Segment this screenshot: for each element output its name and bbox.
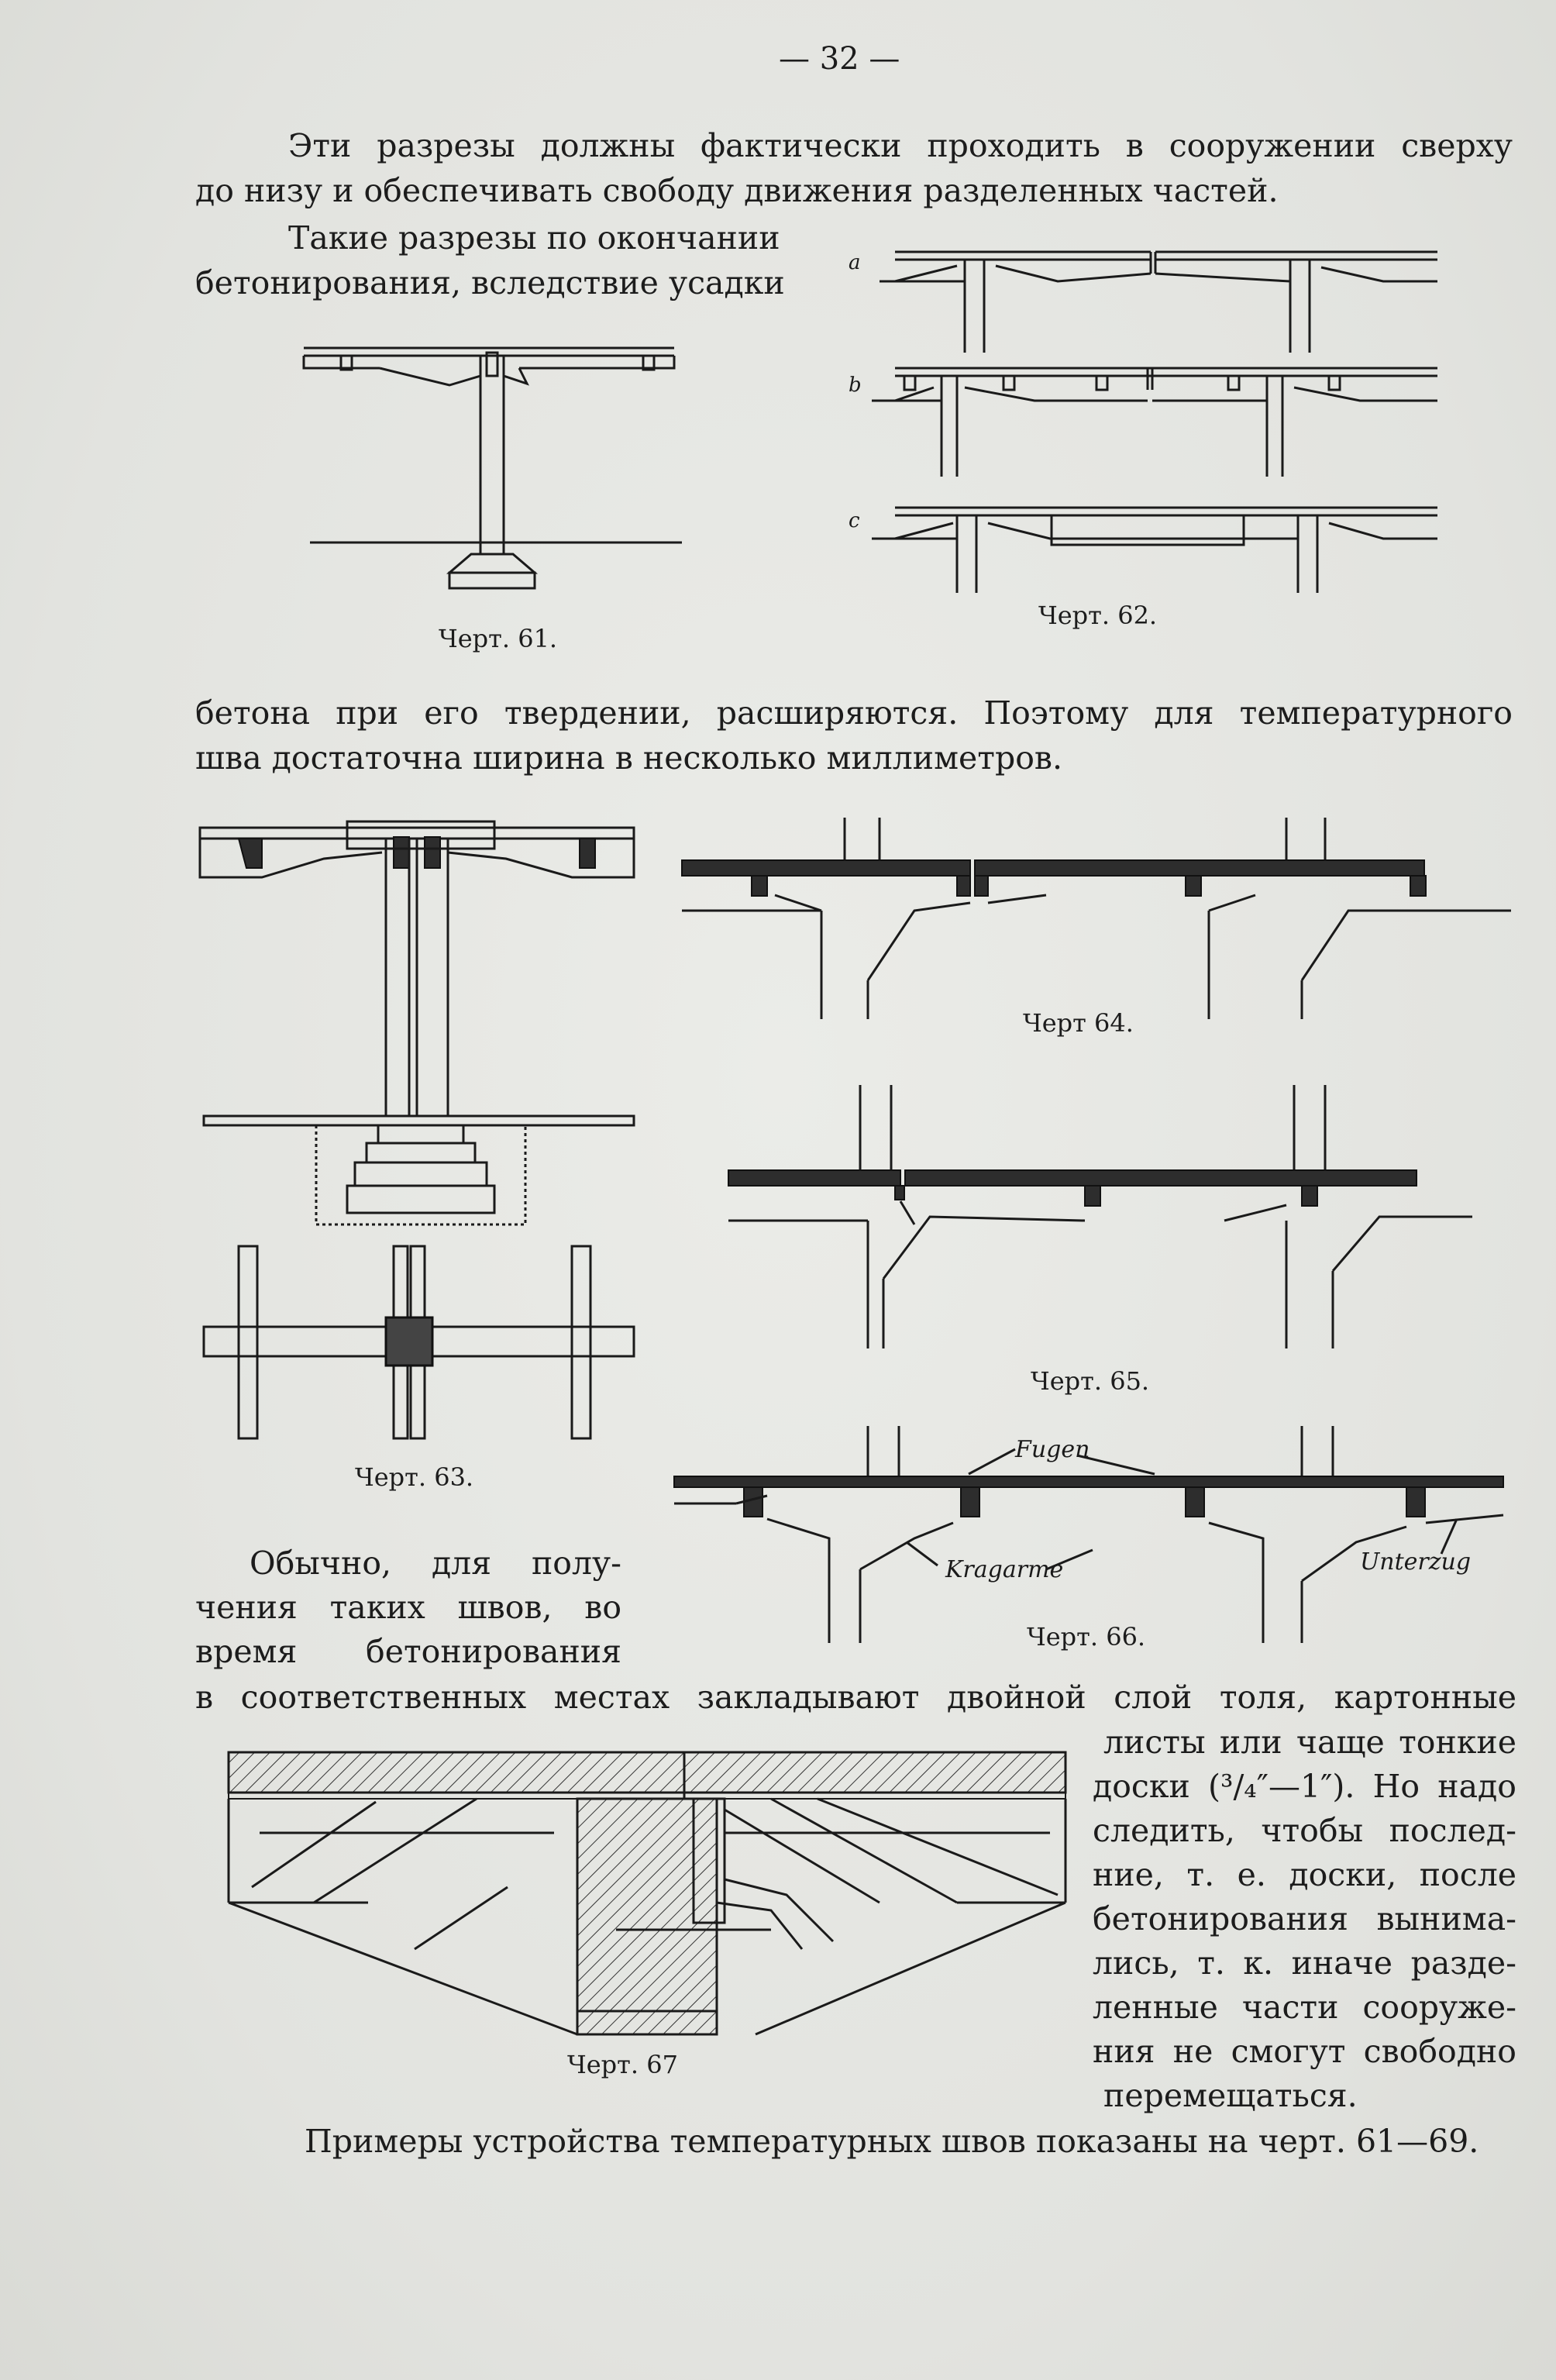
text-line: бетонирования, вследствие усадки	[195, 264, 785, 301]
figure-66-caption: Черт. 66.	[1027, 1622, 1146, 1652]
text-line: чения таких швов, во	[195, 1589, 621, 1626]
figure-63-caption: Черт. 63.	[355, 1462, 474, 1492]
text-line: доски (³/₄″—1″). Но надо	[1093, 1768, 1516, 1805]
text-line: Эти разрезы должны фактически проходить …	[288, 127, 1513, 164]
figure-64-caption: Черт 64.	[1023, 1008, 1134, 1038]
figure-62-drawing: a b c	[849, 250, 1437, 593]
text-line: Обычно, для полу-	[250, 1545, 621, 1582]
text-line: Примеры устройства температурных швов по…	[305, 2123, 1479, 2160]
fig66-label-fugen: Fugen	[1014, 1436, 1090, 1463]
text-line: ния не смогут свободно	[1093, 2033, 1516, 2070]
figure-61-caption: Черт. 61.	[439, 624, 558, 653]
fig62-label-b: b	[849, 374, 862, 397]
fig62-label-c: c	[849, 509, 860, 532]
text-line: шва достаточна ширина в несколько миллим…	[195, 739, 1062, 777]
text-line: в соответственных местах закладывают дво…	[195, 1679, 1516, 1716]
text-line: бетона при его твердении, расширяются. П…	[195, 694, 1513, 732]
figure-67-caption: Черт. 67	[567, 2050, 678, 2079]
fig66-label-unterzug: Unterzug	[1360, 1548, 1471, 1576]
text-line: ленные части сооруже-	[1093, 1989, 1516, 2026]
figure-67-drawing	[227, 1751, 1067, 2036]
text-line: лись, т. к. иначе разде-	[1093, 1944, 1516, 1982]
figure-65-caption: Черт. 65.	[1031, 1366, 1150, 1396]
figure-66-drawing: Fugen Kragarme Unterzug	[673, 1426, 1504, 1643]
figure-63-drawing	[198, 820, 635, 1440]
text-line: перемещаться.	[1103, 2077, 1358, 2114]
text-line: бетонирования вынима-	[1093, 1900, 1516, 1937]
figure-62-caption: Черт. 62.	[1038, 601, 1158, 630]
text-line: Такие разрезы по окончании	[288, 219, 780, 257]
text-line: листы или чаще тонкие	[1103, 1724, 1516, 1761]
fig66-label-kragarme: Kragarme	[945, 1556, 1063, 1583]
fig62-label-a: a	[849, 251, 861, 274]
figure-64-drawing	[681, 818, 1511, 1019]
text-line: до низу и обеспечивать свободу движения …	[195, 172, 1279, 209]
text-line: ние, т. е. доски, после	[1093, 1856, 1516, 1893]
text-line: время бетонирования	[195, 1633, 621, 1670]
figure-65-drawing	[728, 1085, 1472, 1348]
figure-61-drawing	[302, 346, 682, 590]
text-line: следить, чтобы послед-	[1093, 1812, 1516, 1849]
page-number: — 32 —	[779, 41, 900, 77]
